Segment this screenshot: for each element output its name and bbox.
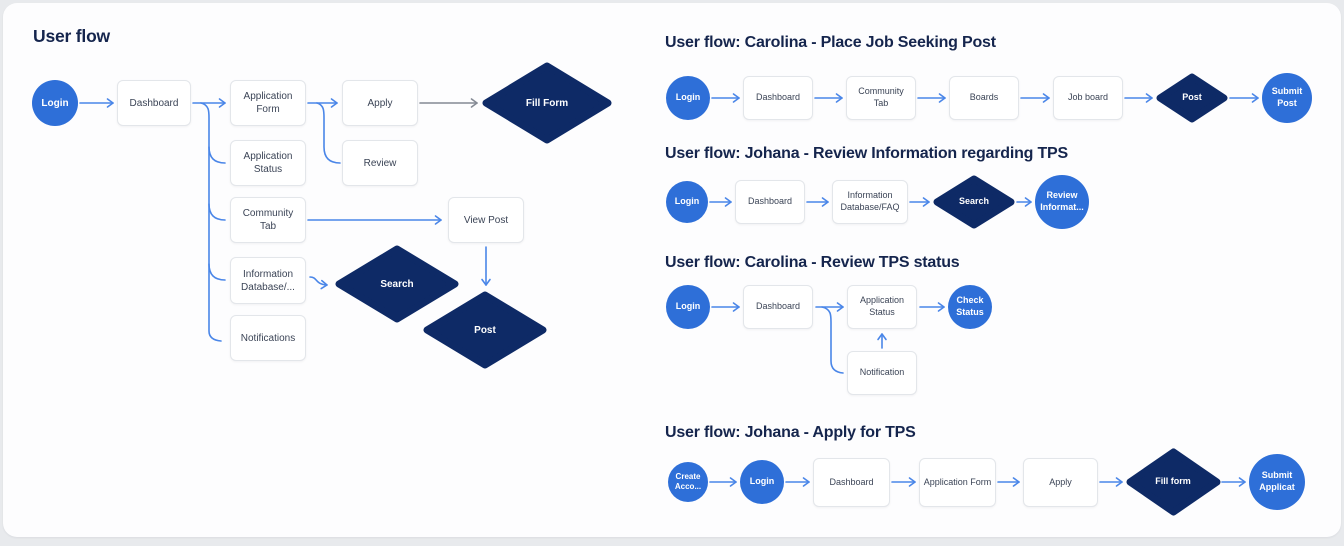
johana-apply-dashboard[interactable]: Dashboard <box>813 458 890 507</box>
carolina-post-submit-post[interactable]: Submit Post <box>1262 73 1312 123</box>
carolina-post-login[interactable]: Login <box>666 76 710 120</box>
main-search-label: Search <box>380 278 414 290</box>
carolina-status-check-status[interactable]: Check Status <box>948 285 992 329</box>
johana-apply-fill-form[interactable]: Fill form <box>1126 448 1221 516</box>
carolina-status-application-status[interactable]: Application Status <box>847 285 917 329</box>
diamond-shape <box>423 291 547 369</box>
main-dashboard[interactable]: Dashboard <box>117 80 191 126</box>
carolina-post-post-label: Post <box>1182 92 1202 103</box>
carolina-post-dashboard-label: Dashboard <box>755 92 801 103</box>
main-information-database[interactable]: Information Database/... <box>230 257 306 304</box>
main-connector-10 <box>309 276 328 290</box>
carolina-status-connector-2 <box>821 306 844 374</box>
carolina-status-application-status-label: Application Status <box>859 295 905 317</box>
carolina-post-boards[interactable]: Boards <box>949 76 1019 120</box>
johana-apply-application-form[interactable]: Application Form <box>919 458 996 507</box>
flow-title-johana-review: User flow: Johana - Review Information r… <box>665 145 1068 162</box>
main-post[interactable]: Post <box>423 291 547 369</box>
main-application-status[interactable]: Application Status <box>230 140 306 186</box>
main-view-post[interactable]: View Post <box>448 197 524 243</box>
carolina-status-notification-label: Notification <box>859 367 905 378</box>
main-apply-label: Apply <box>367 97 393 109</box>
main-application-form-label: Application Form <box>243 91 293 115</box>
carolina-post-login-label: Login <box>675 92 701 103</box>
johana-apply-dashboard-label: Dashboard <box>829 476 874 487</box>
johana-review-search-label: Search <box>958 196 990 207</box>
main-connector-5 <box>208 263 226 281</box>
flow-title-carolina-status: User flow: Carolina - Review TPS status <box>665 254 960 271</box>
main-search[interactable]: Search <box>335 245 459 323</box>
carolina-status-dashboard[interactable]: Dashboard <box>743 285 813 329</box>
main-connector-4 <box>208 203 226 221</box>
johana-review-review-information[interactable]: Review Informat... <box>1035 175 1089 229</box>
main-apply[interactable]: Apply <box>342 80 418 126</box>
flow-title-main: User flow <box>33 26 110 46</box>
johana-review-dashboard-label: Dashboard <box>747 196 793 207</box>
diamond-shape <box>1156 73 1228 123</box>
carolina-status-dashboard-label: Dashboard <box>755 301 801 312</box>
main-login[interactable]: Login <box>32 80 78 126</box>
main-fill-form-label: Fill Form <box>525 97 569 109</box>
main-fill-form[interactable]: Fill Form <box>482 62 612 144</box>
diamond-shape <box>335 245 459 323</box>
carolina-post-community-tab[interactable]: Community Tab <box>846 76 916 120</box>
johana-apply-create-account[interactable]: Create Acco... <box>668 462 708 502</box>
main-application-status-label: Application Status <box>243 151 293 175</box>
johana-apply-apply[interactable]: Apply <box>1023 458 1098 507</box>
johana-apply-submit-applicat-label: Submit Applicat <box>1259 470 1295 492</box>
main-review[interactable]: Review <box>342 140 418 186</box>
main-review-label: Review <box>363 157 397 169</box>
main-view-post-label: View Post <box>463 214 509 226</box>
johana-review-information-database-faq[interactable]: Information Database/FAQ <box>832 180 908 224</box>
johana-apply-fill-form-label: Fill form <box>1155 476 1191 487</box>
flow-title-carolina-post: User flow: Carolina - Place Job Seeking … <box>665 34 996 51</box>
carolina-status-login-label: Login <box>675 301 701 312</box>
diamond-shape <box>933 175 1015 229</box>
carolina-status-login[interactable]: Login <box>666 285 710 329</box>
main-dashboard-label: Dashboard <box>129 97 179 109</box>
johana-apply-login-label: Login <box>749 476 775 487</box>
main-notifications-label: Notifications <box>240 332 296 344</box>
diamond-shape <box>482 62 612 144</box>
johana-review-search[interactable]: Search <box>933 175 1015 229</box>
johana-review-login-label: Login <box>674 196 700 207</box>
main-connector-7 <box>316 102 341 164</box>
johana-apply-apply-label: Apply <box>1049 476 1072 487</box>
johana-review-review-information-label: Review Informat... <box>1040 190 1084 212</box>
johana-apply-application-form-label: Application Form <box>923 476 992 487</box>
main-connector-2 <box>200 102 222 342</box>
carolina-post-job-board[interactable]: Job board <box>1053 76 1123 120</box>
main-application-form[interactable]: Application Form <box>230 80 306 126</box>
carolina-post-community-tab-label: Community Tab <box>858 86 904 108</box>
carolina-post-post[interactable]: Post <box>1156 73 1228 123</box>
main-information-database-label: Information Database/... <box>241 268 295 293</box>
carolina-status-check-status-label: Check Status <box>956 295 984 317</box>
main-connector-3 <box>208 146 226 164</box>
carolina-post-submit-post-label: Submit Post <box>1271 86 1303 108</box>
carolina-post-boards-label: Boards <box>969 92 999 103</box>
main-community-tab[interactable]: Community Tab <box>230 197 306 243</box>
flow-title-johana-apply: User flow: Johana - Apply for TPS <box>665 424 916 441</box>
main-post-label: Post <box>474 324 496 336</box>
main-community-tab-label: Community Tab <box>242 208 294 232</box>
johana-apply-login[interactable]: Login <box>740 460 784 504</box>
main-login-label: Login <box>41 97 69 109</box>
carolina-post-job-board-label: Job board <box>1067 92 1109 103</box>
main-notifications[interactable]: Notifications <box>230 315 306 361</box>
johana-review-information-database-faq-label: Information Database/FAQ <box>840 190 900 212</box>
johana-apply-submit-applicat[interactable]: Submit Applicat <box>1249 454 1305 510</box>
johana-review-dashboard[interactable]: Dashboard <box>735 180 805 224</box>
johana-apply-create-account-label: Create Acco... <box>674 471 702 491</box>
diamond-shape <box>1126 448 1220 516</box>
carolina-post-dashboard[interactable]: Dashboard <box>743 76 813 120</box>
carolina-status-notification[interactable]: Notification <box>847 351 917 395</box>
johana-review-login[interactable]: Login <box>666 181 708 223</box>
